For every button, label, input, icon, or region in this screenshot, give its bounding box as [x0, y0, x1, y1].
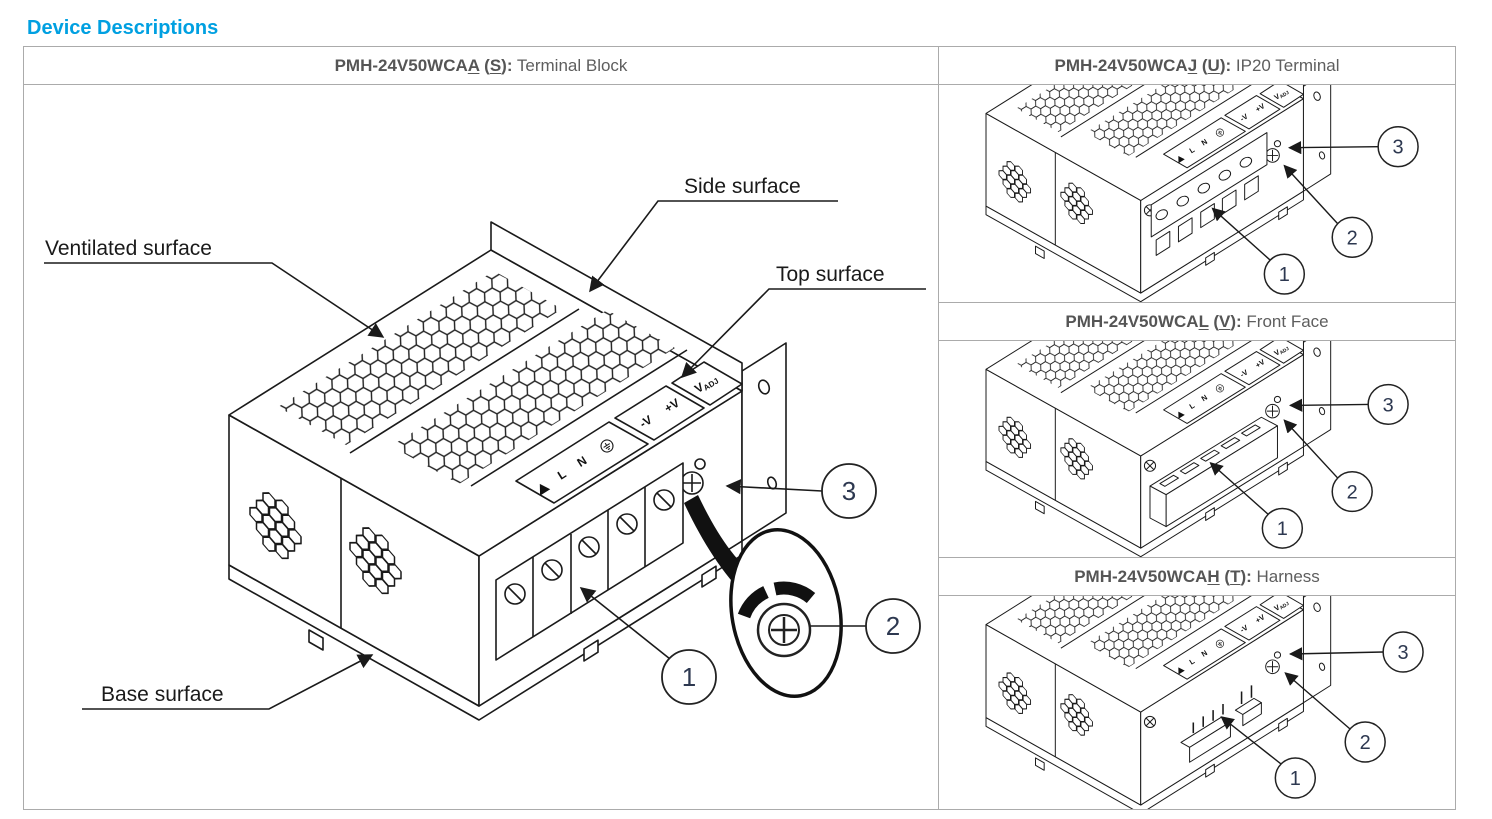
- svg-text:Side surface: Side surface: [684, 175, 801, 198]
- device-descriptions-table: PMH-24V50WCAA (S): Terminal Block: [23, 46, 1456, 810]
- magnifier-detail: [684, 495, 866, 699]
- callout-1: 1: [1209, 461, 1304, 549]
- variant-header-harness: PMH-24V50WCAH (T): Harness: [939, 557, 1455, 596]
- main-panel: PMH-24V50WCAA (S): Terminal Block: [24, 47, 939, 809]
- surface-label-base: Base surface: [82, 654, 374, 710]
- callout-3: 3: [1288, 631, 1424, 673]
- svg-text:2: 2: [1360, 732, 1371, 754]
- page-title: Device Descriptions: [27, 17, 219, 40]
- svg-text:Base surface: Base surface: [101, 683, 224, 706]
- main-variant-header: PMH-24V50WCAA (S): Terminal Block: [24, 47, 938, 85]
- surface-label-side: Side surface: [589, 175, 838, 293]
- svg-text:2: 2: [886, 611, 900, 641]
- svg-text:1: 1: [682, 662, 696, 692]
- surface-label-ventilated: Ventilated surface: [44, 237, 385, 338]
- callout-3: 3: [1288, 383, 1409, 425]
- svg-text:Top surface: Top surface: [776, 263, 885, 286]
- callout-2: 2: [1283, 419, 1373, 513]
- callout-3: 3: [1287, 126, 1419, 168]
- svg-text:2: 2: [1347, 482, 1358, 504]
- svg-text:1: 1: [1279, 264, 1290, 286]
- svg-text:1: 1: [1277, 518, 1288, 540]
- svg-text:2: 2: [1347, 227, 1358, 249]
- callout-2: 2: [1284, 672, 1386, 763]
- callout-1: 1: [579, 587, 717, 705]
- harness-device-figure: 3 2 1: [939, 596, 1424, 809]
- svg-text:1: 1: [1290, 768, 1301, 790]
- callout-2: 2: [1283, 164, 1373, 258]
- variant-header-front-face: PMH-24V50WCAL (V): Front Face: [939, 302, 1455, 341]
- svg-text:3: 3: [842, 476, 856, 506]
- svg-text:Ventilated surface: Ventilated surface: [45, 237, 212, 260]
- front-face-device-figure: 3 2 1: [939, 341, 1409, 557]
- main-device-figure: L N -V +V VADJ: [44, 175, 926, 809]
- callout-3: 3: [725, 463, 877, 519]
- svg-text:3: 3: [1393, 137, 1404, 159]
- callout-1: 1: [1211, 207, 1306, 295]
- surface-label-top: Top surface: [680, 263, 926, 379]
- variant-panels: PMH-24V50WCAJ (U): IP20 Terminal 3 2 1: [939, 47, 1455, 809]
- svg-text:3: 3: [1398, 642, 1409, 664]
- callout-2: 2: [865, 598, 921, 654]
- variant-header-ip20: PMH-24V50WCAJ (U): IP20 Terminal: [939, 47, 1455, 85]
- ip20-device-figure: 3 2 1: [939, 85, 1419, 302]
- callout-1: 1: [1220, 716, 1317, 799]
- svg-text:3: 3: [1383, 394, 1394, 416]
